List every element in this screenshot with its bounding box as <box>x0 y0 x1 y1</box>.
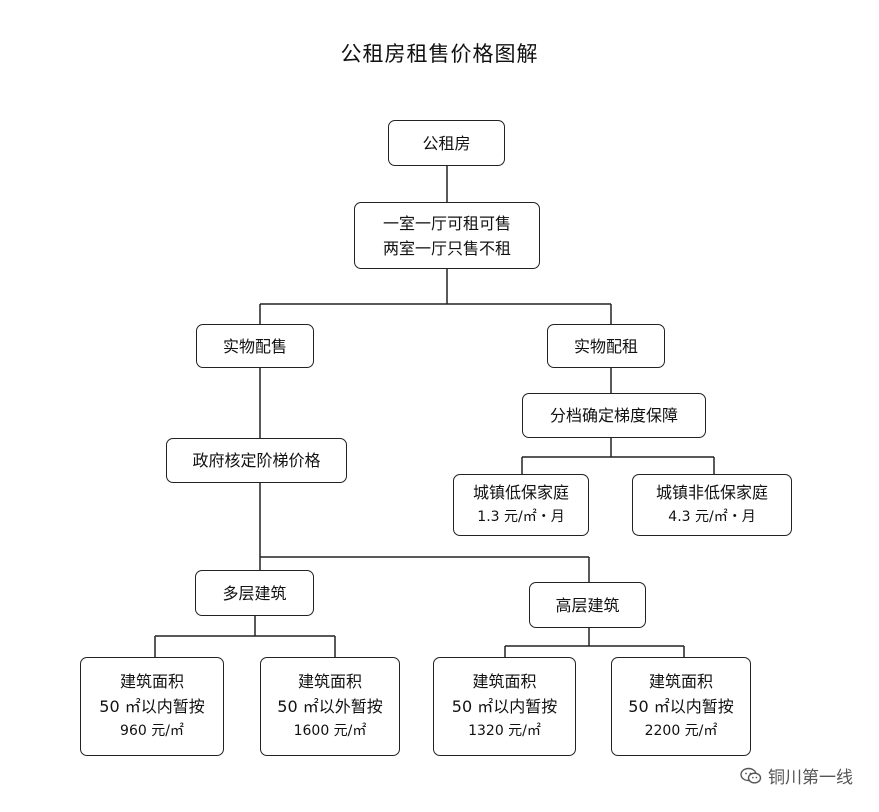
node-physical-rent: 实物配租 <box>547 324 665 368</box>
wechat-icon <box>740 767 762 784</box>
node-label: 建筑面积 <box>297 672 362 691</box>
node-physical-sale: 实物配售 <box>196 324 314 368</box>
node-label: 建筑面积 <box>472 672 537 691</box>
node-value: 1320 元/㎡ <box>468 723 541 739</box>
node-multi-over-50: 建筑面积 50 ㎡以外暂按 1600 元/㎡ <box>260 657 400 756</box>
node-label: 建筑面积 <box>648 672 713 691</box>
node-value: 4.3 元/㎡・月 <box>668 509 756 525</box>
node-label: 实物配售 <box>222 336 287 356</box>
node-label: 城镇低保家庭 <box>472 483 569 502</box>
node-label: 建筑面积 <box>119 672 184 691</box>
node-label: 多层建筑 <box>222 583 287 603</box>
watermark-text: 铜川第一线 <box>768 768 853 788</box>
node-value: 1.3 元/㎡・月 <box>477 509 565 525</box>
node-value: 2200 元/㎡ <box>644 723 718 739</box>
node-high-within-50-a: 建筑面积 50 ㎡以内暂按 1320 元/㎡ <box>433 657 576 756</box>
node-multi-within-50: 建筑面积 50 ㎡以内暂按 960 元/㎡ <box>80 657 224 756</box>
node-label: 50 ㎡以内暂按 <box>99 697 205 716</box>
node-label: 一室一厅可租可售 <box>382 213 511 233</box>
node-urban-non-low-income: 城镇非低保家庭 4.3 元/㎡・月 <box>632 474 792 536</box>
node-urban-low-income: 城镇低保家庭 1.3 元/㎡・月 <box>453 474 589 536</box>
node-value: 960 元/㎡ <box>120 723 184 739</box>
node-high-rise: 高层建筑 <box>529 582 646 628</box>
node-label: 政府核定阶梯价格 <box>192 451 321 470</box>
node-public-rental-housing: 公租房 <box>388 120 505 166</box>
node-high-within-50-b: 建筑面积 50 ㎡以内暂按 2200 元/㎡ <box>611 657 751 756</box>
node-label: 公租房 <box>422 133 471 153</box>
diagram-title: 公租房租售价格图解 <box>340 42 539 66</box>
node-label: 城镇非低保家庭 <box>655 483 768 502</box>
watermark: 铜川第一线 <box>740 763 853 788</box>
node-label: 50 ㎡以内暂按 <box>451 697 558 716</box>
node-label: 高层建筑 <box>555 595 620 615</box>
node-tiered-guarantee: 分档确定梯度保障 <box>522 393 706 438</box>
node-value: 1600 元/㎡ <box>293 723 367 739</box>
node-label: 50 ㎡以外暂按 <box>277 697 383 716</box>
node-label: 实物配租 <box>573 336 638 356</box>
node-gov-tiered-price: 政府核定阶梯价格 <box>166 438 347 483</box>
node-label: 两室一厅只售不租 <box>382 238 511 258</box>
node-multi-storey: 多层建筑 <box>195 570 314 616</box>
node-label: 分档确定梯度保障 <box>549 406 678 425</box>
node-label: 50 ㎡以内暂按 <box>628 697 734 716</box>
node-rent-sale-policy: 一室一厅可租可售 两室一厅只售不租 <box>354 202 540 269</box>
